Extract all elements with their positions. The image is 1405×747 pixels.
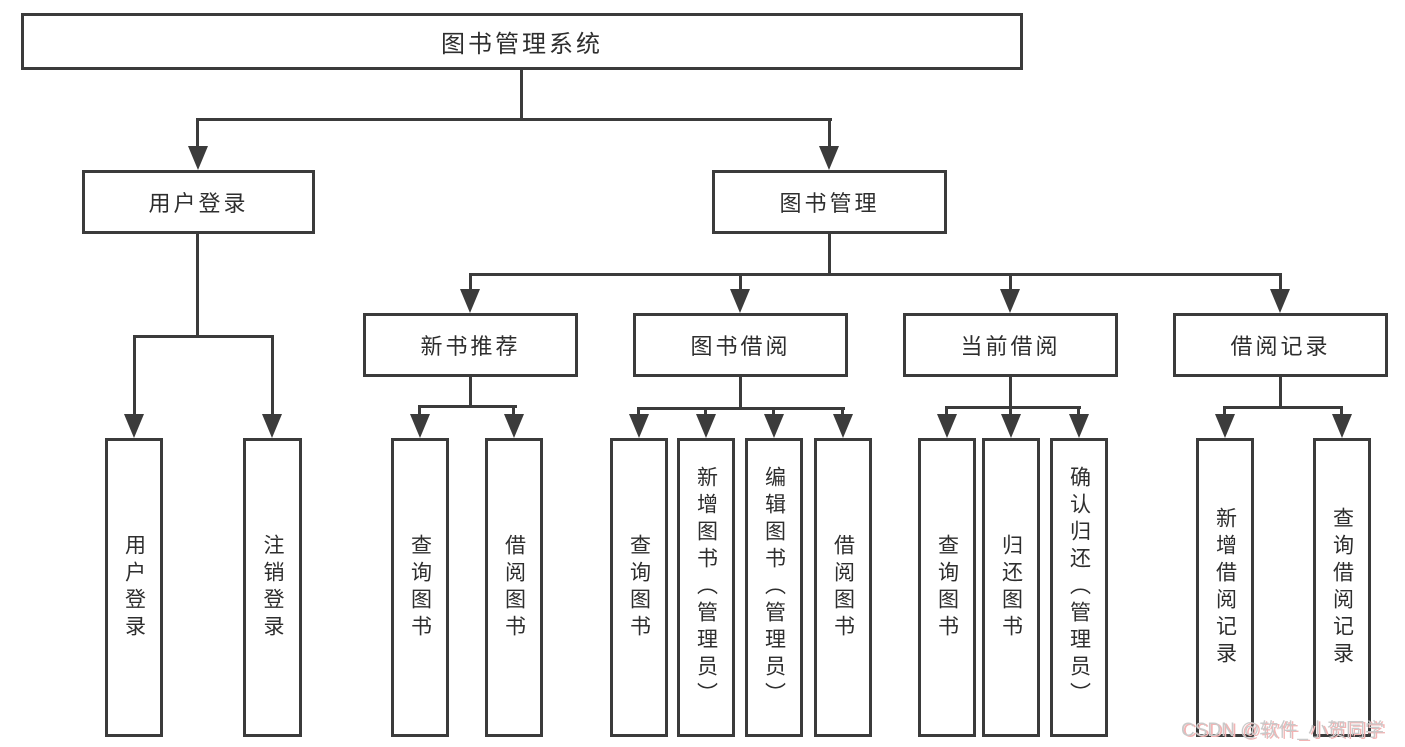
connector-current-hbar — [945, 406, 1081, 409]
node-current-borrow-label: 当前借阅 — [960, 334, 1061, 359]
arrow-down-icon — [696, 414, 716, 438]
connector-login-drop-2 — [271, 335, 274, 420]
connector-records-stub — [1279, 377, 1282, 409]
leaf-borrow-borrow-book: 借阅图书 — [814, 438, 872, 737]
arrow-down-icon — [819, 146, 839, 170]
leaf-borrow-edit-book-admin-label: 编辑图书（管理员） — [762, 466, 786, 709]
arrow-down-icon — [1069, 414, 1089, 438]
node-book-borrow-label: 图书借阅 — [690, 334, 791, 359]
arrow-down-icon — [410, 414, 430, 438]
leaf-recommend-borrow-book-label: 借阅图书 — [502, 533, 526, 642]
arrow-down-icon — [833, 414, 853, 438]
node-root-label: 图书管理系统 — [441, 31, 603, 58]
connector-borrow-drop-3 — [772, 407, 775, 420]
connector-root-hbar — [196, 118, 832, 121]
leaf-borrow-add-book-admin-label: 新增图书（管理员） — [694, 466, 718, 709]
leaf-borrow-query-book-label: 查询图书 — [627, 533, 651, 642]
connector-borrow-stub — [739, 377, 742, 410]
leaf-logout: 注销登录 — [243, 438, 302, 737]
connector-manage-hbar — [469, 273, 1282, 276]
leaf-current-return-book-label: 归还图书 — [999, 533, 1023, 642]
connector-borrow-drop-4 — [841, 407, 844, 420]
leaf-records-add-record-label: 新增借阅记录 — [1213, 506, 1237, 669]
leaf-recommend-query-book: 查询图书 — [391, 438, 449, 737]
connector-records-hbar — [1223, 406, 1343, 409]
arrow-down-icon — [629, 414, 649, 438]
arrow-down-icon — [460, 289, 480, 313]
connector-login-hbar — [133, 335, 274, 338]
connector-manage-drop-1 — [469, 273, 472, 295]
leaf-current-return-book: 归还图书 — [982, 438, 1040, 737]
leaf-user-login-label: 用户登录 — [122, 533, 146, 642]
connector-current-drop-2 — [1009, 406, 1012, 420]
leaf-recommend-query-book-label: 查询图书 — [408, 533, 432, 642]
node-book-management-label: 图书管理 — [779, 191, 880, 216]
connector-records-drop-2 — [1340, 406, 1343, 420]
connector-recommend-hbar — [418, 405, 517, 408]
node-user-login: 用户登录 — [82, 170, 315, 234]
csdn-watermark: CSDN @软件_小贺同学 — [1181, 720, 1384, 741]
arrow-down-icon — [1332, 414, 1352, 438]
node-user-login-label: 用户登录 — [148, 191, 249, 216]
leaf-user-login: 用户登录 — [105, 438, 163, 737]
connector-root-stub — [520, 69, 523, 121]
connector-borrow-drop-2 — [704, 407, 707, 420]
node-book-management: 图书管理 — [712, 170, 947, 234]
leaf-current-confirm-return-admin-label: 确认归还（管理员） — [1067, 466, 1091, 709]
arrow-down-icon — [188, 146, 208, 170]
arrow-down-icon — [1001, 414, 1021, 438]
connector-login-drop-1 — [133, 335, 136, 420]
arrow-down-icon — [1000, 289, 1020, 313]
leaf-records-query-record: 查询借阅记录 — [1313, 438, 1371, 737]
arrow-down-icon — [124, 414, 144, 438]
connector-recommend-drop-1 — [418, 405, 421, 420]
node-root: 图书管理系统 — [21, 13, 1023, 70]
leaf-borrow-add-book-admin: 新增图书（管理员） — [677, 438, 735, 737]
node-book-borrow: 图书借阅 — [633, 313, 848, 377]
connector-current-drop-3 — [1077, 406, 1080, 420]
arrow-down-icon — [1215, 414, 1235, 438]
node-current-borrow: 当前借阅 — [903, 313, 1118, 377]
connector-borrow-drop-1 — [637, 407, 640, 420]
leaf-borrow-edit-book-admin: 编辑图书（管理员） — [745, 438, 803, 737]
arrow-down-icon — [764, 414, 784, 438]
leaf-current-confirm-return-admin: 确认归还（管理员） — [1050, 438, 1108, 737]
connector-root-drop-manage — [828, 118, 831, 152]
connector-root-drop-login — [196, 118, 199, 152]
leaf-recommend-borrow-book: 借阅图书 — [485, 438, 543, 737]
connector-current-stub — [1009, 377, 1012, 409]
leaf-borrow-borrow-book-label: 借阅图书 — [831, 533, 855, 642]
leaf-logout-label: 注销登录 — [261, 533, 284, 642]
arrow-down-icon — [262, 414, 282, 438]
connector-records-drop-1 — [1223, 406, 1226, 420]
arrow-down-icon — [504, 414, 524, 438]
connector-current-drop-1 — [945, 406, 948, 420]
connector-recommend-drop-2 — [512, 405, 515, 420]
node-new-book-recommend: 新书推荐 — [363, 313, 578, 377]
arrow-down-icon — [937, 414, 957, 438]
connector-manage-drop-2 — [739, 273, 742, 295]
connector-borrow-hbar — [637, 407, 845, 410]
leaf-borrow-query-book: 查询图书 — [610, 438, 668, 737]
leaf-records-query-record-label: 查询借阅记录 — [1330, 506, 1354, 669]
arrow-down-icon — [730, 289, 750, 313]
leaf-current-query-book-label: 查询图书 — [935, 533, 959, 642]
node-borrow-records-label: 借阅记录 — [1230, 334, 1331, 359]
node-borrow-records: 借阅记录 — [1173, 313, 1388, 377]
arrow-down-icon — [1270, 289, 1290, 313]
node-new-book-recommend-label: 新书推荐 — [420, 334, 521, 359]
connector-manage-stub — [828, 234, 831, 276]
connector-recommend-stub — [469, 377, 472, 408]
connector-login-stub — [196, 234, 199, 338]
leaf-current-query-book: 查询图书 — [918, 438, 976, 737]
connector-manage-drop-3 — [1009, 273, 1012, 295]
leaf-records-add-record: 新增借阅记录 — [1196, 438, 1254, 737]
connector-manage-drop-4 — [1279, 273, 1282, 295]
